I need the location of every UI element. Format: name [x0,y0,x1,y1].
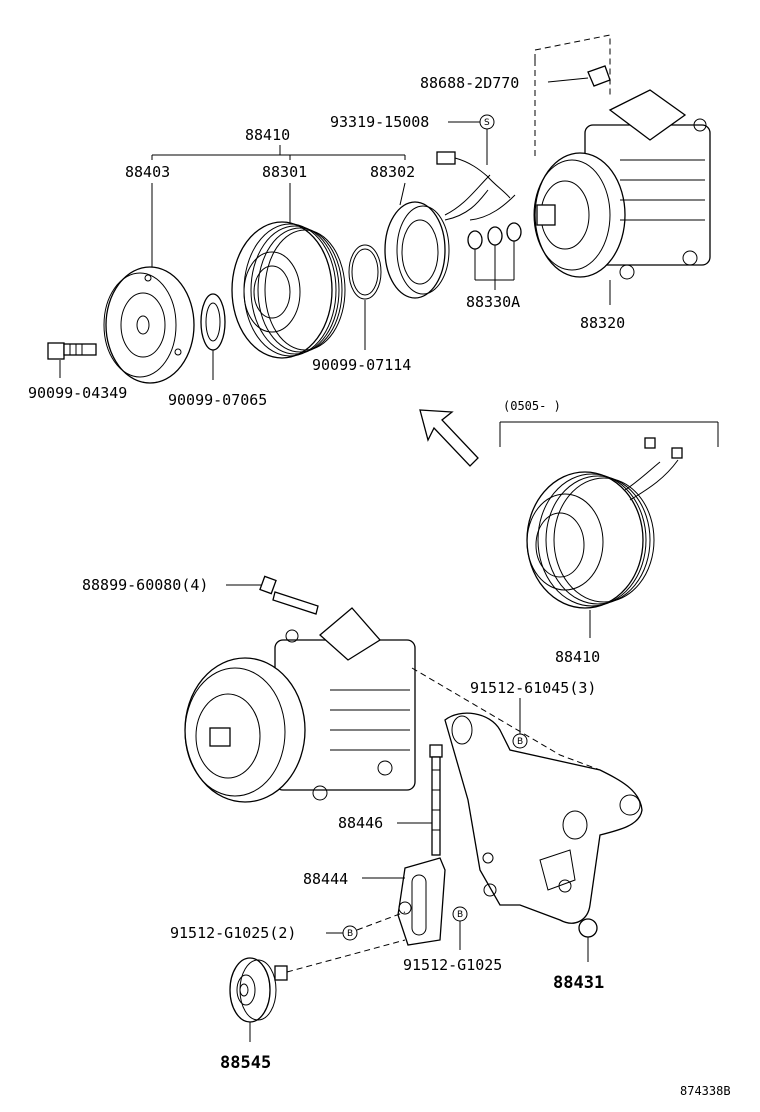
date-range-label: (0505- ) [503,399,561,413]
label-88410-top: 88410 [245,126,290,144]
bolt-88446-icon [429,744,443,856]
svg-text:S: S [484,118,490,128]
label-88410-alt: 88410 [555,648,600,666]
label-91512-G1025: 91512-G1025 [403,956,502,974]
bracket-88431-icon [444,712,643,938]
svg-text:B: B [347,929,353,939]
label-88302: 88302 [370,163,415,181]
connector-icon [436,151,516,221]
label-88446: 88446 [338,814,383,832]
label-88330A: 88330A [466,293,520,311]
group-bracket-88410 [151,145,406,160]
bolt-88899-icon [259,575,319,615]
label-90099-07065: 90099-07065 [168,391,267,409]
clutch-plate-88403-icon [103,266,195,384]
marker-b1-icon: B [512,733,528,749]
idler-pulley-88545-icon [229,957,288,1023]
label-91512-61045: 91512-61045(3) [470,679,596,697]
marker-b3-icon: B [452,906,468,922]
label-88444: 88444 [303,870,348,888]
label-93319: 93319-15008 [330,113,429,131]
marker-b2-icon: B [342,925,358,941]
shim-90099-07065-icon [200,293,226,351]
bolt-90099-04349-icon [47,342,97,360]
shims-88330A-icon [467,222,522,250]
adjust-bar-88444-icon [397,857,446,946]
label-91512-G1025-2: 91512-G1025(2) [170,924,296,942]
sticker-leader [534,34,611,160]
diagram-id: 874338B [680,1084,731,1098]
label-88320: 88320 [580,314,625,332]
compressor-bottom-icon [184,607,416,803]
label-88899: 88899-60080(4) [82,576,208,594]
label-90099-04349: 90099-04349 [28,384,127,402]
label-90099-07114: 90099-07114 [312,356,411,374]
compressor-88320-icon [533,89,711,280]
pulley-assembly-88410-icon [526,437,683,609]
label-88431: 88431 [553,973,604,993]
pulley-88301-icon [231,221,346,359]
svg-text:B: B [517,737,523,747]
svg-text:B: B [457,910,463,920]
label-88301: 88301 [262,163,307,181]
field-coil-88302-icon [384,174,491,299]
marker-s-icon: S [479,114,495,130]
direction-arrow-icon [419,409,479,467]
label-88403: 88403 [125,163,170,181]
label-88545: 88545 [220,1053,271,1073]
sticker-88688-icon [587,65,611,87]
date-range-bracket [499,421,719,447]
snap-ring-90099-07114-icon [348,244,382,300]
label-88688: 88688-2D770 [420,74,519,92]
